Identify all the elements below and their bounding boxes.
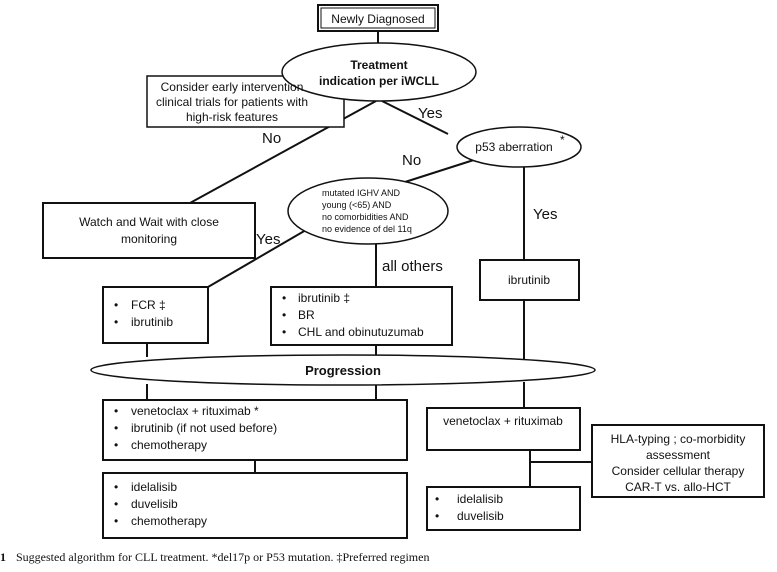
fcr-box-ibrutinib-item: ibrutinib bbox=[131, 315, 173, 329]
third-line-left-box bbox=[102, 472, 408, 539]
third-right-item-2: duvelisib bbox=[457, 509, 504, 523]
criteria-line4: no evidence of del 11q bbox=[322, 224, 412, 234]
all-others-item-2: BR bbox=[298, 308, 315, 322]
bullet: • bbox=[114, 514, 118, 528]
criteria-node bbox=[287, 177, 449, 245]
edge-label-all-others: all others bbox=[382, 258, 443, 275]
progression-node bbox=[90, 354, 596, 386]
second-left-item-3: chemotherapy bbox=[131, 438, 207, 452]
hla-line2: assessment bbox=[646, 448, 711, 462]
second-line-left-box bbox=[102, 399, 408, 461]
criteria-line3: no comorbidities AND bbox=[322, 212, 409, 222]
all-others-item-3: CHL and obinutuzumab bbox=[298, 325, 424, 339]
second-line-right-box bbox=[426, 407, 581, 451]
third-line-right-box bbox=[426, 486, 581, 531]
early-intervention-line2: clinical trials for patients with bbox=[156, 95, 308, 109]
third-left-item-2: duvelisib bbox=[131, 497, 178, 511]
bullet: • bbox=[282, 325, 286, 339]
edge-indication-yes bbox=[381, 100, 449, 135]
third-right-item-1: idelalisib bbox=[457, 492, 503, 506]
hla-line1: HLA-typing ; co-morbidity bbox=[611, 432, 746, 446]
all-others-item-1: ibrutinib ‡ bbox=[298, 291, 350, 305]
progression-label: Progression bbox=[305, 363, 381, 378]
watch-and-wait-line1: Watch and Wait with close bbox=[79, 215, 219, 229]
edge-indication-no bbox=[189, 100, 377, 204]
p53-aberration-label: p53 aberration bbox=[475, 140, 552, 154]
p53-aberration-node bbox=[456, 126, 582, 168]
fcr-box bbox=[102, 286, 209, 344]
treatment-indication-line2: indication per iWCLL bbox=[319, 74, 439, 88]
hla-line4: CAR-T vs. allo-HCT bbox=[625, 480, 731, 494]
watch-and-wait-line2: monitoring bbox=[121, 232, 177, 246]
third-left-item-3: chemotherapy bbox=[131, 514, 207, 528]
bullet: • bbox=[114, 298, 118, 312]
p53-footnote-mark: * bbox=[560, 133, 565, 147]
early-intervention-line1: Consider early intervention bbox=[161, 80, 304, 94]
edge-label-no-2: No bbox=[402, 152, 421, 169]
hla-line3: Consider cellular therapy bbox=[612, 464, 745, 478]
bullet: • bbox=[114, 497, 118, 511]
bullet: • bbox=[114, 404, 118, 418]
second-left-item-1: venetoclax + rituximab * bbox=[131, 404, 259, 418]
second-right-label: venetoclax + rituximab bbox=[443, 414, 563, 428]
early-intervention-line3: high-risk features bbox=[186, 110, 278, 124]
edge-label-yes-3: Yes bbox=[256, 231, 280, 248]
criteria-line2: young (<65) AND bbox=[322, 200, 392, 210]
edge-label-no-1: No bbox=[262, 130, 281, 147]
caption-figure-number: 1 bbox=[0, 550, 6, 564]
ibrutinib-box-label: ibrutinib bbox=[508, 273, 550, 287]
second-left-item-2: ibrutinib (if not used before) bbox=[131, 421, 277, 435]
edge-label-yes-1: Yes bbox=[418, 105, 442, 122]
treatment-indication-node bbox=[281, 42, 477, 102]
newly-diagnosed-label: Newly Diagnosed bbox=[331, 12, 424, 26]
bullet: • bbox=[435, 509, 439, 523]
bullet: • bbox=[435, 492, 439, 506]
bullet: • bbox=[282, 291, 286, 305]
watch-and-wait-box bbox=[42, 202, 256, 259]
third-left-item-1: idelalisib bbox=[131, 480, 177, 494]
edge-criteria-yes bbox=[207, 229, 307, 288]
newly-diagnosed-box-inner bbox=[320, 7, 436, 29]
bullet: • bbox=[114, 315, 118, 329]
newly-diagnosed-box-outer bbox=[317, 4, 439, 32]
edge-label-yes-2: Yes bbox=[533, 206, 557, 223]
criteria-line1: mutated IGHV AND bbox=[322, 188, 401, 198]
all-others-box bbox=[270, 286, 453, 346]
caption-text: Suggested algorithm for CLL treatment. *… bbox=[16, 550, 429, 564]
bullet: • bbox=[114, 438, 118, 452]
bullet: • bbox=[114, 421, 118, 435]
edge-p53-no bbox=[404, 157, 481, 183]
fcr-item: FCR ‡ bbox=[131, 298, 166, 312]
treatment-indication-line1: Treatment bbox=[350, 58, 407, 72]
hla-box bbox=[591, 424, 765, 498]
bullet: • bbox=[114, 480, 118, 494]
bullet: • bbox=[282, 308, 286, 322]
ibrutinib-box bbox=[479, 259, 580, 301]
